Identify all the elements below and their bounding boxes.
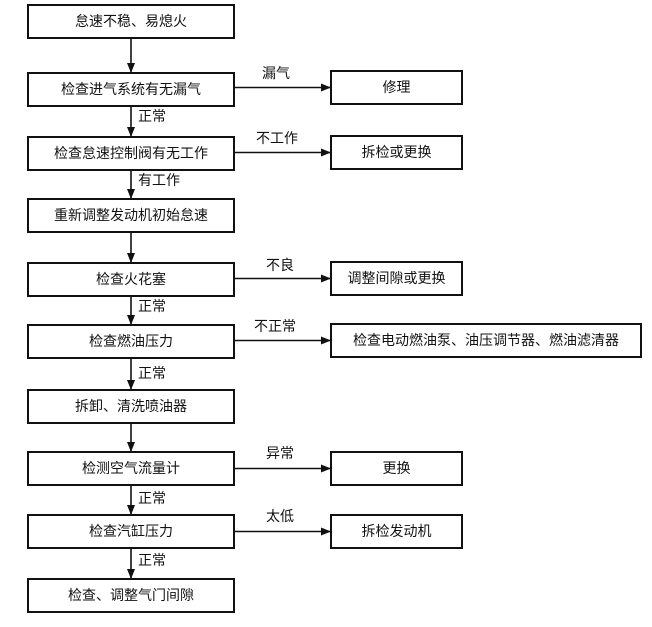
action-box-repair: 修理 xyxy=(330,70,463,105)
down-label-working: 有工作 xyxy=(138,173,180,189)
branch-label-too-low: 太低 xyxy=(266,509,294,525)
step-box-check-idle-control-valve: 检查怠速控制阀有无工作 xyxy=(27,136,235,171)
step-box-clean-injectors: 拆卸、清洗喷油器 xyxy=(27,389,235,424)
action-box-overhaul-engine: 拆检发动机 xyxy=(330,514,463,549)
step-box-check-spark-plugs: 检查火花塞 xyxy=(27,262,235,297)
action-box-check-fuel-components: 检查电动燃油泵、油压调节器、燃油滤清器 xyxy=(330,323,642,358)
step-box-adjust-valve-clearance: 检查、调整气门间隙 xyxy=(27,578,235,613)
down-label-normal: 正常 xyxy=(138,366,166,382)
action-box-inspect-or-replace: 拆检或更换 xyxy=(330,135,463,170)
down-label-normal: 正常 xyxy=(138,299,166,315)
step-box-readjust-base-idle: 重新调整发动机初始怠速 xyxy=(27,198,235,233)
branch-label-abnormal-reading: 异常 xyxy=(266,446,294,462)
step-box-check-fuel-pressure: 检查燃油压力 xyxy=(27,324,235,359)
action-box-adjust-gap-or-replace: 调整间隙或更换 xyxy=(330,261,463,296)
branch-label-abnormal: 不正常 xyxy=(254,319,296,335)
down-label-normal: 正常 xyxy=(138,109,166,125)
step-box-check-cylinder-compression: 检查汽缸压力 xyxy=(27,514,235,549)
branch-label-not-working: 不工作 xyxy=(256,131,298,147)
step-box-check-intake-leak: 检查进气系统有无漏气 xyxy=(27,72,235,107)
branch-label-poor: 不良 xyxy=(266,258,294,274)
step-box-symptom: 怠速不稳、易熄火 xyxy=(27,4,235,39)
step-box-test-airflow-meter: 检测空气流量计 xyxy=(27,451,235,486)
action-box-replace: 更换 xyxy=(330,451,463,486)
branch-label-leak: 漏气 xyxy=(262,66,290,82)
down-label-normal: 正常 xyxy=(138,553,166,569)
down-label-normal: 正常 xyxy=(138,491,166,507)
